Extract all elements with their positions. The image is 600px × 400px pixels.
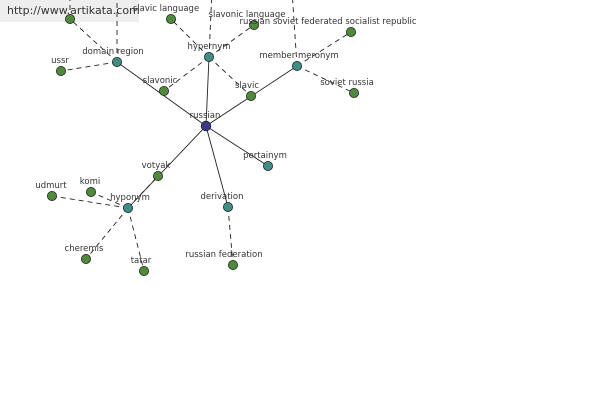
term-node-dot[interactable] bbox=[81, 253, 92, 264]
term-node-udmurt[interactable]: udmurt bbox=[35, 181, 67, 201]
edge-russian-pertainym bbox=[205, 125, 269, 167]
edge-hyponym-cheremis bbox=[85, 207, 129, 260]
relation-node-member-meronym[interactable]: member meronym bbox=[259, 51, 339, 72]
term-node-label: slavic language bbox=[133, 4, 199, 14]
relation-node-label: domain region bbox=[82, 47, 143, 57]
center-node-russian[interactable]: russian bbox=[190, 111, 221, 132]
relation-node-label: derivation bbox=[200, 192, 243, 202]
term-node-label: udmurt bbox=[35, 181, 67, 191]
site-banner: http://www.artikata.com bbox=[0, 0, 140, 22]
term-node-label: cheremis bbox=[65, 244, 104, 254]
relation-node-dot[interactable] bbox=[123, 202, 134, 213]
term-node-label: russian soviet federated socialist repub… bbox=[239, 17, 416, 27]
term-node-russian-federation[interactable]: russian federation bbox=[185, 250, 263, 270]
edge-russian-derivation bbox=[205, 125, 229, 208]
term-node-dot[interactable] bbox=[65, 13, 76, 24]
term-node-label: slavonic bbox=[143, 76, 178, 86]
term-node-slavonic-language[interactable]: slavonic language bbox=[209, 10, 286, 30]
edge-hyponym-udmurt bbox=[51, 195, 129, 209]
edge-hyponym-komi bbox=[90, 191, 129, 209]
edge-hyponym-tatar bbox=[127, 207, 145, 272]
relation-node-dot[interactable] bbox=[291, 61, 302, 72]
term-node-soviet-russia[interactable]: soviet russia bbox=[320, 78, 374, 99]
term-node-label: russian federation bbox=[185, 250, 262, 260]
relation-node-dot[interactable] bbox=[262, 160, 273, 171]
term-node-label: komi bbox=[80, 177, 100, 187]
term-node-label: slavic bbox=[235, 81, 259, 91]
term-node-russian-sfsr[interactable]: russian soviet federated socialist repub… bbox=[239, 17, 417, 37]
term-node-label: ussr bbox=[51, 56, 69, 66]
term-node-votyak[interactable]: votyak bbox=[142, 161, 171, 181]
relation-node-dot[interactable] bbox=[203, 52, 214, 63]
relation-node-dot[interactable] bbox=[112, 57, 123, 68]
term-node-slavonic[interactable]: slavonic bbox=[143, 76, 178, 97]
relation-node-domain-region[interactable]: domain region bbox=[82, 47, 144, 68]
term-node-domain-region-hidden[interactable] bbox=[65, 13, 76, 24]
edge-russian-hypernym bbox=[205, 56, 210, 127]
term-node-dot[interactable] bbox=[158, 86, 169, 97]
relation-node-dot[interactable] bbox=[222, 201, 233, 212]
relation-node-label: pertainym bbox=[243, 151, 287, 161]
term-node-dot[interactable] bbox=[248, 19, 259, 30]
site-url-link[interactable]: http://www.artikata.com bbox=[7, 4, 140, 17]
edge-hypernym-offscreen bbox=[208, 0, 213, 58]
term-node-label: votyak bbox=[142, 161, 171, 171]
term-node-dot[interactable] bbox=[138, 265, 149, 276]
term-node-dot[interactable] bbox=[245, 91, 256, 102]
term-node-dot[interactable] bbox=[348, 88, 359, 99]
relation-node-hyponym[interactable]: hyponym bbox=[110, 193, 150, 213]
edge-domain-region-ussr bbox=[60, 61, 118, 72]
graph-nodes: ussr slavic language slavonic language slav… bbox=[35, 4, 417, 276]
term-node-tatar[interactable]: tatar bbox=[131, 256, 152, 276]
edge-hypernym-slavonic-language bbox=[208, 24, 255, 58]
term-node-dot[interactable] bbox=[152, 170, 163, 181]
term-node-komi[interactable]: komi bbox=[80, 177, 100, 197]
relation-node-label: hypernym bbox=[187, 42, 230, 52]
relation-node-hypernym[interactable]: hypernym bbox=[187, 42, 231, 63]
relation-node-label: hyponym bbox=[110, 193, 150, 203]
edge-hypernym-slavic bbox=[208, 56, 252, 97]
edge-hyponym-votyak bbox=[127, 175, 159, 209]
term-node-slavic[interactable]: slavic bbox=[235, 81, 259, 102]
term-node-ussr[interactable]: ussr bbox=[51, 56, 69, 77]
center-node-label: russian bbox=[190, 111, 221, 121]
term-node-dot[interactable] bbox=[86, 186, 97, 197]
term-node-dot[interactable] bbox=[165, 13, 176, 24]
term-node-label: soviet russia bbox=[320, 78, 374, 88]
edge-derivation-russian-federation bbox=[227, 206, 234, 266]
edge-member-meronym-offscreen bbox=[292, 0, 298, 67]
edge-domain-region-domain-region-hidden bbox=[69, 18, 118, 63]
center-node-dot[interactable] bbox=[200, 120, 212, 132]
term-node-cheremis[interactable]: cheremis bbox=[65, 244, 104, 264]
term-node-dot[interactable] bbox=[345, 26, 356, 37]
term-node-slavic-language[interactable]: slavic language bbox=[133, 4, 199, 24]
edge-member-meronym-soviet-russia bbox=[296, 65, 355, 94]
term-node-label: slavonic language bbox=[209, 10, 286, 20]
graph-edges bbox=[51, 0, 355, 272]
edge-member-meronym-russian-sfsr bbox=[296, 31, 352, 67]
edge-hypernym-slavonic bbox=[163, 56, 210, 92]
term-node-dot[interactable] bbox=[227, 259, 238, 270]
relation-node-label: member meronym bbox=[259, 51, 338, 61]
term-node-label: tatar bbox=[131, 256, 152, 266]
relation-node-pertainym[interactable]: pertainym bbox=[243, 151, 287, 171]
relation-node-derivation[interactable]: derivation bbox=[200, 192, 244, 212]
term-node-dot[interactable] bbox=[56, 66, 67, 77]
term-node-dot[interactable] bbox=[47, 190, 58, 201]
